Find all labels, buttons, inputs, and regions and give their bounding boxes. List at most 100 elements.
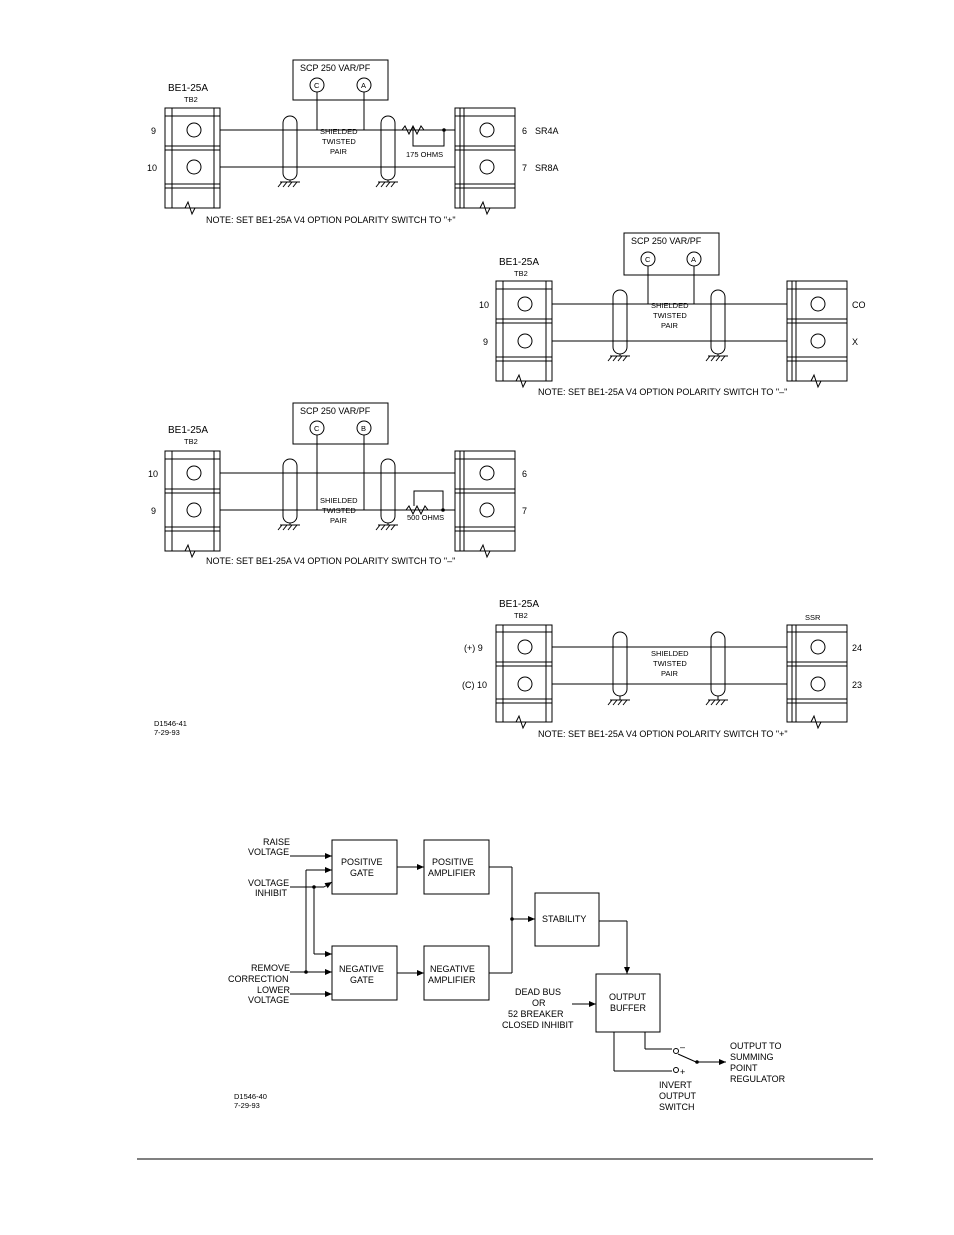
ground-symbol [277,181,300,188]
diagram-note: NOTE: SET BE1-25A V4 OPTION POLARITY SWI… [206,215,456,225]
cable-shield [380,458,396,524]
terminal-block-label: TB2 [514,611,528,620]
wiring-diagram-4: BE1-25A TB2 (+) 9 (C) 10 [462,599,862,739]
cable-label: TWISTED [653,659,687,668]
terminal-block-label: TB2 [514,269,528,278]
cable-label: SHIELDED [651,649,689,658]
scp-meter-box [623,232,720,276]
ground-symbol [375,181,398,188]
cable-label: SHIELDED [651,301,689,310]
cable-label: SHIELDED [320,496,358,505]
block-label: AMPLIFIER [428,868,476,878]
scp-terminal-label: B [361,424,366,433]
input-label: LOWER [257,985,291,995]
switch-contact [673,1048,679,1054]
scp-meter-box [292,402,389,445]
input-label: INHIBIT [255,888,288,898]
terminal-number: (+) 9 [464,643,483,653]
resistor-label: 500 OHMS [407,513,444,522]
terminal-number: 10 [479,300,489,310]
terminal-label: SR4A [535,126,559,136]
terminal-number: (C) 10 [462,680,487,690]
block-label: POSITIVE [341,857,383,867]
block-label: BUFFER [610,1003,647,1013]
polarity-minus: – [680,1042,685,1052]
ground-symbol [607,355,630,362]
scp-terminal-label: A [691,255,696,264]
relay-label: BE1-25A [499,599,539,610]
resistor [405,504,429,516]
scp-terminal-label: C [314,424,320,433]
resistor-label: 175 OHMS [406,150,443,159]
right-terminal-block [454,107,516,216]
terminal-number: 7 [522,163,527,173]
output-label: SUMMING [730,1052,774,1062]
input-label: OR [532,998,546,1008]
terminal-number: 10 [147,163,157,173]
block-label: GATE [350,868,374,878]
input-label: DEAD BUS [515,987,561,997]
ground-symbol [705,699,728,706]
terminal-label: CO [852,300,866,310]
diagram-note: NOTE: SET BE1-25A V4 OPTION POLARITY SWI… [538,729,788,739]
wiring-diagram-1: BE1-25A TB2 9 10 SCP 250 VAR/PF C A [147,59,559,225]
scp-terminal-label: A [361,81,366,90]
negative-amplifier-block [423,945,490,1001]
switch-label: SWITCH [659,1102,695,1112]
terminal-number: 10 [148,469,158,479]
relay-label: BE1-25A [168,83,208,94]
block-label: NEGATIVE [339,964,384,974]
block-diagram: RAISE VOLTAGE VOLTAGE INHIBIT REMOVE COR… [228,837,786,1112]
input-label: VOLTAGE [248,847,289,857]
cable-label: PAIR [661,321,679,330]
positive-amplifier-block [423,839,490,895]
output-label: REGULATOR [730,1074,786,1084]
input-label: VOLTAGE [248,878,289,888]
output-label: POINT [730,1063,758,1073]
cable-label: PAIR [330,147,348,156]
scp-terminal-label: C [645,255,651,264]
terminal-block-label: TB2 [184,437,198,446]
ssr-label: SSR [805,613,821,622]
input-label: RAISE [263,837,290,847]
terminal-number: 23 [852,680,862,690]
negative-gate-block [331,945,398,1001]
terminal-label: SR8A [535,163,559,173]
terminal-label: X [852,337,858,347]
block-label: STABILITY [542,914,586,924]
cable-shield [612,289,628,355]
input-label: CLOSED INHIBIT [502,1020,574,1030]
switch-label: INVERT [659,1080,692,1090]
left-terminal-block [164,107,221,216]
right-terminal-block [786,624,848,730]
left-terminal-block [164,450,221,559]
terminal-number: 9 [151,126,156,136]
ground-symbol [375,524,398,531]
switch-contact [673,1067,679,1073]
scp-meter-box [292,59,389,101]
relay-label: BE1-25A [168,425,208,436]
ground-symbol [607,699,630,706]
terminal-number: 9 [151,506,156,516]
block-label: NEGATIVE [430,964,475,974]
drawing-date: 7-29-93 [154,728,180,737]
terminal-number: 7 [522,506,527,516]
switch-label: OUTPUT [659,1091,697,1101]
ground-symbol [705,355,728,362]
positive-gate-block [331,839,398,895]
block-label: AMPLIFIER [428,975,476,985]
wiring-diagram-2: BE1-25A TB2 10 9 SCP 250 VAR/PF C A [479,232,866,397]
input-label: CORRECTION [228,974,289,984]
cable-label: TWISTED [322,506,356,515]
drawing-date: 7-29-93 [234,1101,260,1110]
wiring-diagram-3: BE1-25A TB2 10 9 SCP 250 VAR/PF C B [148,402,527,566]
block-label: POSITIVE [432,857,474,867]
diagram-note: NOTE: SET BE1-25A V4 OPTION POLARITY SWI… [538,387,787,397]
cable-label: TWISTED [322,137,356,146]
scp-title: SCP 250 VAR/PF [300,63,371,73]
terminal-number: 6 [522,126,527,136]
block-label: OUTPUT [609,992,647,1002]
terminal-number: 6 [522,469,527,479]
cable-shield [710,631,726,697]
